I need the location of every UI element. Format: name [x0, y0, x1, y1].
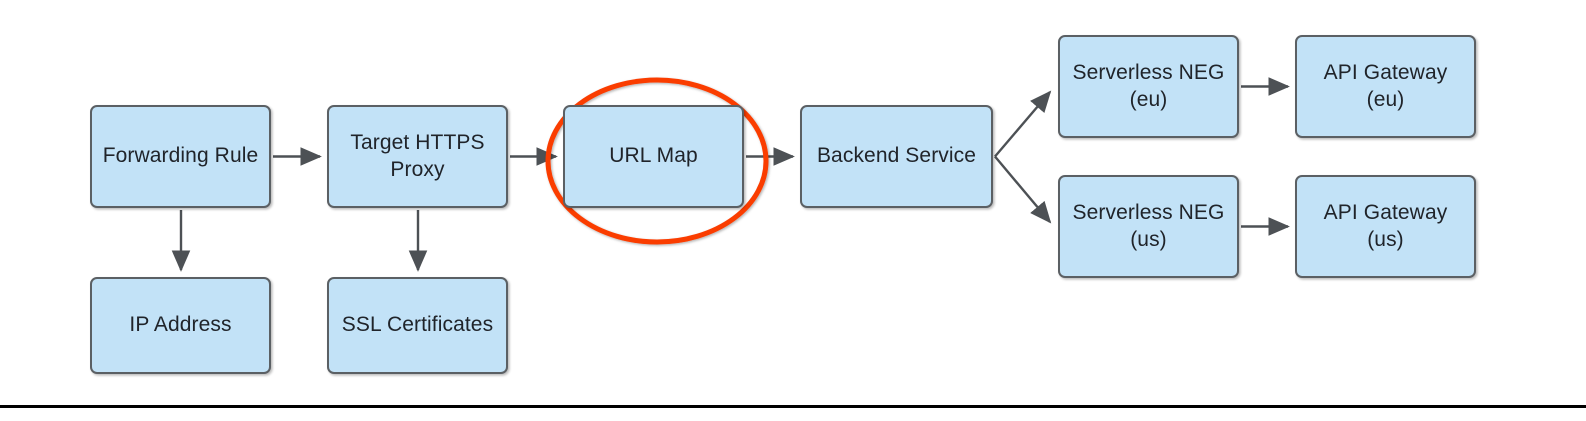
node-label: API Gateway (us): [1323, 200, 1448, 251]
node-target-https-proxy[interactable]: Target HTTPS Proxy: [327, 105, 508, 208]
node-label: Forwarding Rule: [102, 144, 259, 168]
node-label: SSL Certificates: [341, 313, 494, 337]
node-label: URL Map: [609, 144, 698, 168]
edge-backend-to-neg-us: [994, 155, 1052, 224]
node-label: Backend Service: [816, 144, 977, 168]
node-serverless-neg-eu[interactable]: Serverless NEG (eu): [1058, 35, 1239, 138]
bottom-divider: [0, 405, 1586, 408]
node-label: Target HTTPS Proxy: [350, 130, 485, 181]
url-map-highlight-ellipse: [545, 77, 769, 245]
edge-backend-to-neg-eu: [994, 90, 1052, 158]
node-serverless-neg-us[interactable]: Serverless NEG (us): [1058, 175, 1239, 278]
node-forwarding-rule[interactable]: Forwarding Rule: [90, 105, 271, 208]
node-label: Serverless NEG (eu): [1072, 60, 1225, 111]
node-api-gateway-eu[interactable]: API Gateway (eu): [1295, 35, 1476, 138]
node-ssl-certificates[interactable]: SSL Certificates: [327, 277, 508, 374]
node-url-map[interactable]: URL Map: [563, 105, 744, 208]
node-backend-service[interactable]: Backend Service: [800, 105, 993, 208]
node-label: IP Address: [129, 313, 232, 337]
node-label: API Gateway (eu): [1323, 60, 1448, 111]
node-ip-address[interactable]: IP Address: [90, 277, 271, 374]
node-label: Serverless NEG (us): [1072, 200, 1225, 251]
node-api-gateway-us[interactable]: API Gateway (us): [1295, 175, 1476, 278]
